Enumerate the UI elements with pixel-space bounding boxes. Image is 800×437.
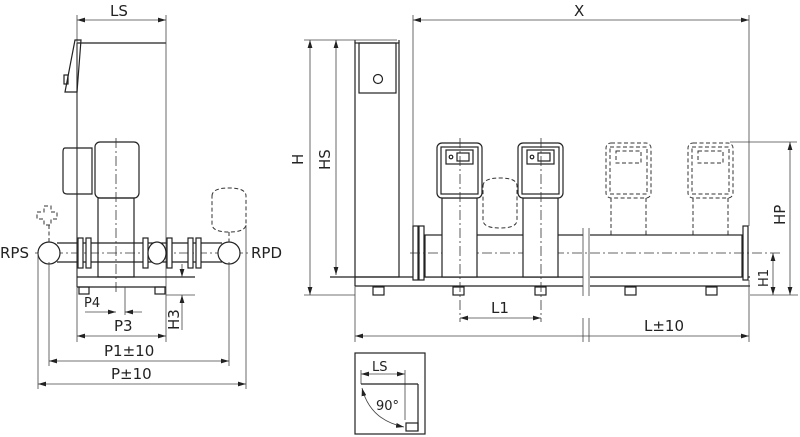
- optional-pump-4: [687, 142, 734, 235]
- optional-tank-front: [482, 177, 518, 229]
- dim-h: H: [289, 154, 307, 165]
- dim-p3: P3: [114, 317, 133, 335]
- dim-x: X: [574, 2, 584, 20]
- dim-p4: P4: [84, 296, 100, 311]
- dim-h1: H1: [757, 269, 772, 287]
- motor: [94, 141, 140, 199]
- dim-ls: LS: [110, 2, 128, 20]
- optional-valve: [36, 205, 58, 226]
- side-dimensions: LS RPS RPD P4 P3 H3 P1±10 P±10: [0, 2, 282, 389]
- optional-tank: [211, 187, 247, 233]
- base-front: [330, 276, 750, 296]
- inset-dim-ls: LS: [372, 360, 388, 375]
- dim-p: P±10: [111, 365, 152, 383]
- dim-h3: H3: [165, 309, 183, 330]
- pump-1: [436, 138, 483, 322]
- base-side: [77, 276, 195, 315]
- optional-pump-3: [605, 142, 652, 235]
- header-pipe: [410, 225, 780, 296]
- dim-p1: P1±10: [104, 342, 154, 360]
- discharge-port: [217, 241, 241, 265]
- dim-l: L±10: [644, 317, 684, 335]
- label-rps: RPS: [0, 244, 29, 262]
- front-dimensions: X H HS HP H1 L1 L±10: [289, 2, 798, 342]
- control-cabinet-front: [354, 40, 400, 278]
- door-swing-inset: LS 90°: [354, 352, 426, 435]
- control-box: [62, 147, 93, 195]
- dim-l1: L1: [491, 299, 509, 317]
- pump-2: [517, 138, 564, 322]
- suction-port: [37, 241, 61, 265]
- dim-hp: HP: [771, 205, 789, 225]
- pipes-side: [35, 187, 250, 269]
- pump-side: [62, 138, 140, 292]
- dim-hs: HS: [316, 149, 334, 170]
- inset-angle: 90°: [376, 399, 399, 414]
- front-view: X H HS HP H1 L1 L±10: [289, 2, 798, 342]
- label-rpd: RPD: [251, 244, 282, 262]
- side-view: LS RPS RPD P4 P3 H3 P1±10 P±10: [0, 2, 282, 389]
